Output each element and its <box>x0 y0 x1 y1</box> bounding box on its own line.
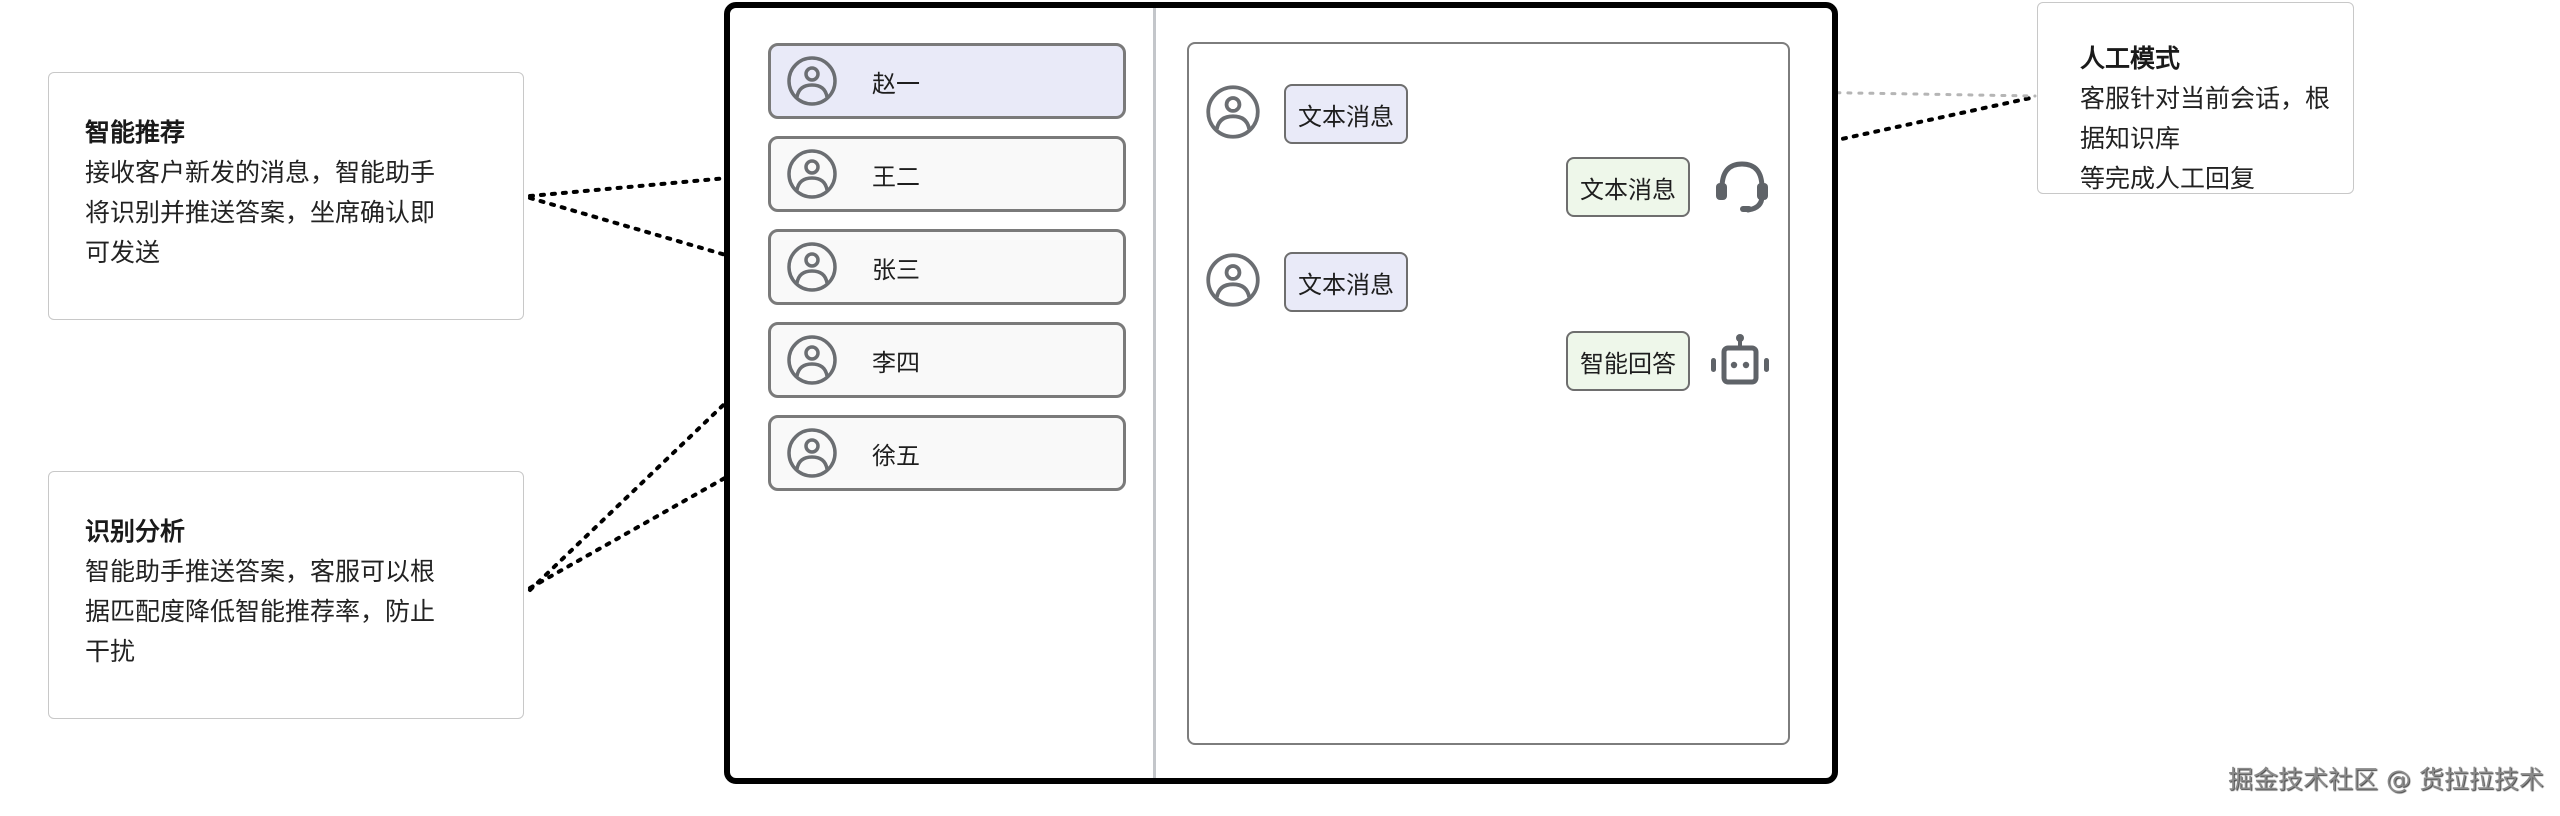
contact-item[interactable]: 赵一 <box>768 43 1126 119</box>
callout-smart-recommend: 智能推荐 接收客户新发的消息，智能助手 将识别并推送答案，坐席确认即 可发送 <box>48 72 524 320</box>
callout-line: 客服针对当前会话，根据知识库 <box>2080 84 2331 153</box>
user-circle-icon <box>1206 85 1260 139</box>
user-circle-icon <box>1206 253 1260 307</box>
callout-recognition-analysis: 识别分析 智能助手推送答案，客服可以根 据匹配度降低智能推荐率，防止 干扰 <box>48 471 524 719</box>
contact-item[interactable]: 王二 <box>768 136 1126 212</box>
callout-title: 智能推荐 <box>85 118 186 147</box>
callout-line: 智能助手推送答案，客服可以根 <box>85 557 436 586</box>
callout-line: 接收客户新发的消息，智能助手 <box>85 158 436 187</box>
headset-icon <box>1716 161 1768 213</box>
chat-panel <box>1187 42 1790 745</box>
user-circle-icon <box>787 56 837 106</box>
message-bubble-bot[interactable]: 智能回答 <box>1566 331 1690 391</box>
message-bubble-customer[interactable]: 文本消息 <box>1284 252 1408 312</box>
callout-line: 将识别并推送答案，坐席确认即 <box>85 198 436 227</box>
panel-divider[interactable] <box>1153 8 1156 778</box>
contact-name: 王二 <box>872 162 920 191</box>
callout-line: 据匹配度降低智能推荐率，防止 <box>85 597 436 626</box>
user-circle-icon <box>787 428 837 478</box>
callout-manual-mode: 人工模式 客服针对当前会话，根据知识库 等完成人工回复 <box>2037 2 2354 194</box>
message-bubble-customer[interactable]: 文本消息 <box>1284 84 1408 144</box>
contact-name: 张三 <box>872 255 920 284</box>
user-circle-icon <box>787 335 837 385</box>
callout-line: 等完成人工回复 <box>2080 164 2256 193</box>
user-circle-icon <box>787 242 837 292</box>
message-bubble-agent[interactable]: 文本消息 <box>1566 157 1690 217</box>
callout-title: 人工模式 <box>2080 44 2181 73</box>
contact-name: 赵一 <box>872 69 920 98</box>
user-circle-icon <box>787 149 837 199</box>
contact-name: 徐五 <box>872 441 920 470</box>
watermark: 掘金技术社区 @ 货拉拉技术 <box>2228 765 2544 794</box>
robot-icon <box>1711 334 1769 385</box>
callout-title: 识别分析 <box>85 517 186 546</box>
contact-name: 李四 <box>872 348 920 377</box>
contact-item[interactable]: 徐五 <box>768 415 1126 491</box>
contact-item[interactable]: 李四 <box>768 322 1126 398</box>
callout-line: 干扰 <box>85 637 136 666</box>
callout-line: 可发送 <box>85 238 161 267</box>
contact-item[interactable]: 张三 <box>768 229 1126 305</box>
